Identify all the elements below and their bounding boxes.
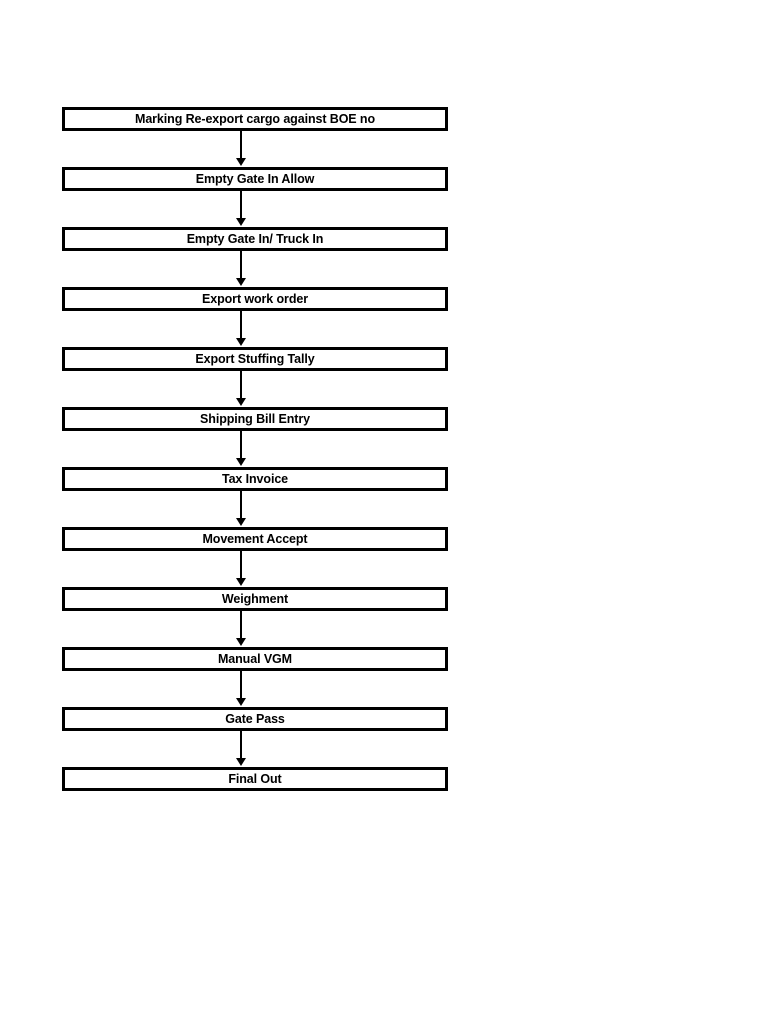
arrow-line xyxy=(240,611,242,639)
arrow-line xyxy=(240,551,242,579)
flow-step-marking-reexport-cargo: Marking Re-export cargo against BOE no xyxy=(62,107,448,131)
arrow-down-icon xyxy=(236,758,246,766)
flow-step-label: Tax Invoice xyxy=(221,472,289,487)
flow-step-label: Empty Gate In/ Truck In xyxy=(186,232,324,247)
arrow-down-icon xyxy=(236,218,246,226)
arrow-line xyxy=(240,491,242,519)
flow-step-gate-pass: Gate Pass xyxy=(62,707,448,731)
flow-step-label: Marking Re-export cargo against BOE no xyxy=(135,112,375,127)
arrow-down-icon xyxy=(236,278,246,286)
arrow-down-icon xyxy=(236,458,246,466)
flow-step-weighment: Weighment xyxy=(62,587,448,611)
flow-step-shipping-bill-entry: Shipping Bill Entry xyxy=(62,407,448,431)
arrow-line xyxy=(240,731,242,759)
flow-connector xyxy=(62,371,448,407)
flow-step-label: Movement Accept xyxy=(202,532,308,547)
flow-step-empty-gate-in-allow: Empty Gate In Allow xyxy=(62,167,448,191)
flow-connector xyxy=(62,191,448,227)
flow-step-label: Shipping Bill Entry xyxy=(200,412,310,427)
flow-step-label: Export Stuffing Tally xyxy=(195,352,315,367)
flow-connector xyxy=(62,491,448,527)
flow-step-tax-invoice: Tax Invoice xyxy=(62,467,448,491)
flow-step-manual-vgm: Manual VGM xyxy=(62,647,448,671)
flow-connector xyxy=(62,311,448,347)
arrow-line xyxy=(240,311,242,339)
flow-step-label: Final Out xyxy=(228,772,282,787)
flowchart: Marking Re-export cargo against BOE no E… xyxy=(62,107,448,791)
arrow-line xyxy=(240,251,242,279)
flow-connector xyxy=(62,671,448,707)
arrow-line xyxy=(240,191,242,219)
arrow-down-icon xyxy=(236,158,246,166)
arrow-line xyxy=(240,131,242,159)
flow-connector xyxy=(62,431,448,467)
arrow-line xyxy=(240,371,242,399)
flow-connector xyxy=(62,731,448,767)
flow-step-final-out: Final Out xyxy=(62,767,448,791)
flow-step-movement-accept: Movement Accept xyxy=(62,527,448,551)
arrow-down-icon xyxy=(236,698,246,706)
arrow-down-icon xyxy=(236,518,246,526)
flow-connector xyxy=(62,551,448,587)
arrow-down-icon xyxy=(236,338,246,346)
arrow-line xyxy=(240,431,242,459)
arrow-line xyxy=(240,671,242,699)
arrow-down-icon xyxy=(236,638,246,646)
flow-step-label: Empty Gate In Allow xyxy=(195,172,315,187)
flow-step-export-stuffing-tally: Export Stuffing Tally xyxy=(62,347,448,371)
flow-connector xyxy=(62,611,448,647)
flow-step-label: Gate Pass xyxy=(225,712,285,727)
flow-connector xyxy=(62,131,448,167)
flow-connector xyxy=(62,251,448,287)
arrow-down-icon xyxy=(236,578,246,586)
arrow-down-icon xyxy=(236,398,246,406)
flow-step-empty-gate-in-truck-in: Empty Gate In/ Truck In xyxy=(62,227,448,251)
flow-step-export-work-order: Export work order xyxy=(62,287,448,311)
flow-step-label: Manual VGM xyxy=(217,652,292,667)
flow-step-label: Export work order xyxy=(202,292,308,307)
flow-step-label: Weighment xyxy=(221,592,289,607)
